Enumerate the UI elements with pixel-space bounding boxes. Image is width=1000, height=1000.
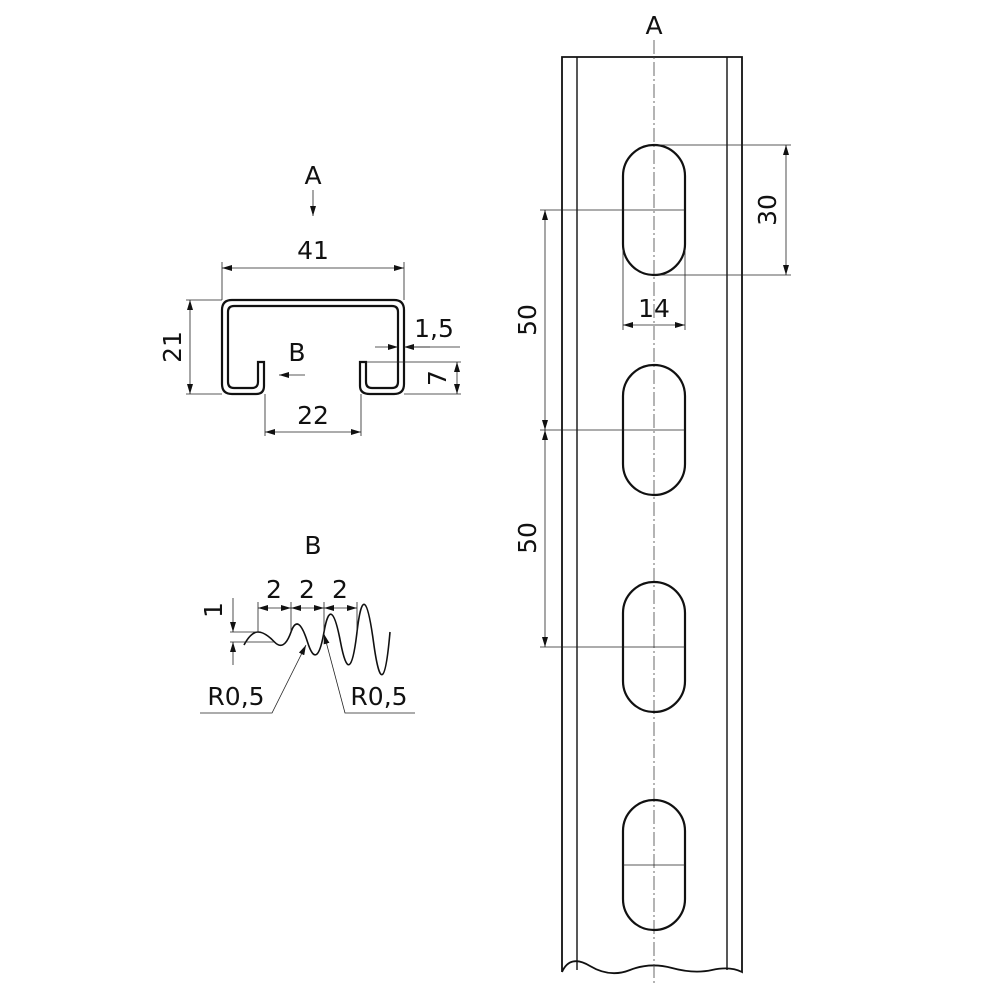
side-view-title: A [645, 11, 662, 40]
pitch-label: 2 [266, 575, 282, 604]
side-view-a: A 30 14 50 50 [513, 11, 791, 985]
pitch-label: 2 [332, 575, 348, 604]
dim-thickness-label: 1,5 [414, 314, 454, 343]
channel-outline [561, 56, 743, 975]
radius-leader-left [200, 644, 307, 714]
pitch-dimensions [257, 602, 358, 632]
profile-section: A 41 21 22 1,5 7 B [158, 161, 461, 436]
radius-label-left: R0,5 [207, 682, 264, 711]
pitch-label: 2 [299, 575, 315, 604]
serration-profile [243, 603, 391, 676]
radius-label-right: R0,5 [350, 682, 407, 711]
dim-opening-label: 22 [297, 401, 329, 430]
detail-b-title: B [304, 531, 321, 560]
dim-lip-label: 7 [423, 370, 452, 386]
detail-b: B 2 2 2 1 R0,5 R0,5 [199, 531, 415, 714]
radius-leader-right [323, 633, 415, 714]
pitch-label-1: 50 [513, 304, 542, 336]
detail-b-marker: B [288, 338, 305, 367]
dim-width-label: 41 [297, 236, 329, 265]
pitch-label-2: 50 [513, 522, 542, 554]
depth-label: 1 [199, 602, 228, 618]
slot-length-label: 30 [753, 194, 782, 226]
dim-height-label: 21 [158, 331, 187, 363]
view-a-label: A [304, 161, 321, 190]
slot-width-label: 14 [638, 294, 670, 323]
